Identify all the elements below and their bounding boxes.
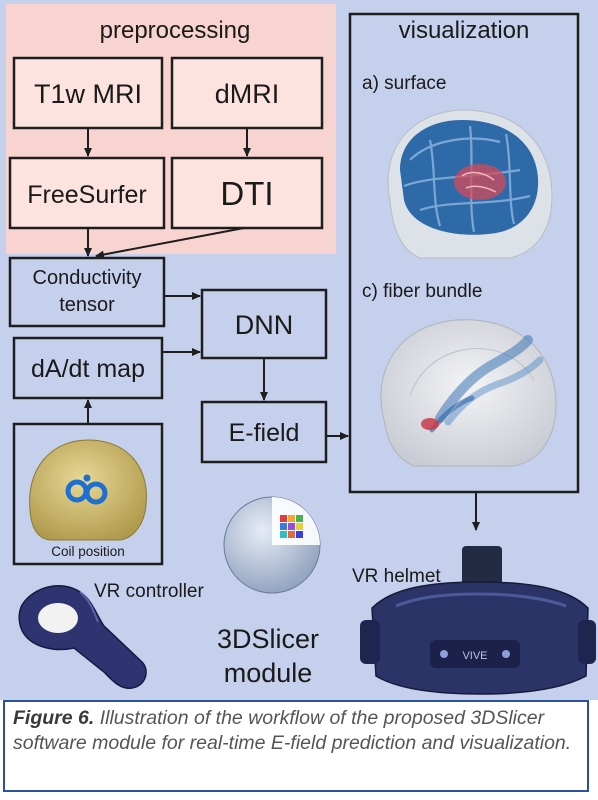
dmri-node: dMRI [170, 56, 324, 130]
dadt-map-node: dA/dt map [12, 336, 164, 400]
coil-position-box: Coil position [12, 422, 164, 566]
t1w-mri-node: T1w MRI [12, 56, 164, 130]
module-label-line1: 3DSlicer [217, 624, 319, 654]
arrow-dti-to-conductivity [95, 227, 245, 259]
module-label-line2: module [224, 658, 313, 688]
dnn-node: DNN [200, 288, 328, 360]
freesurfer-label: FreeSurfer [27, 181, 146, 209]
figure-caption-box: Figure 6. Illustration of the workflow o… [3, 700, 589, 792]
figure-caption-label: Figure 6. [13, 707, 95, 729]
efield-label: E-field [229, 419, 300, 447]
dti-node: DTI [170, 156, 324, 230]
conductivity-tensor-node: Conductivity tensor [8, 256, 166, 328]
figure-caption: Figure 6. Illustration of the workflow o… [13, 706, 579, 756]
t1w-mri-label: T1w MRI [34, 79, 142, 109]
flow-arrows [84, 128, 480, 531]
vr-controller-label: VR controller [94, 581, 204, 602]
coil-position-label: Coil position [51, 544, 125, 559]
dti-label: DTI [220, 175, 273, 212]
conductivity-label-line1: Conductivity [33, 267, 142, 289]
brain-surface-image [387, 109, 553, 259]
coil-icon [65, 474, 108, 505]
vr-controller-icon [18, 585, 147, 689]
dadt-map-label: dA/dt map [31, 355, 145, 383]
freesurfer-node: FreeSurfer [8, 156, 166, 230]
fiber-bundle-image [380, 319, 557, 467]
efield-node: E-field [200, 400, 328, 464]
visualization-title: visualization [399, 17, 530, 44]
fiber-bundle-label: c) fiber bundle [362, 281, 482, 302]
preprocessing-title: preprocessing [100, 17, 251, 44]
surface-label: a) surface [362, 73, 446, 94]
dnn-label: DNN [235, 310, 294, 340]
figure-caption-text: Illustration of the workflow of the prop… [13, 707, 572, 754]
conductivity-label-line2: tensor [59, 294, 115, 316]
vr-helmet-label: VR helmet [352, 566, 441, 587]
vr-helmet-icon: VIVE [360, 546, 596, 695]
3dslicer-logo-icon [223, 496, 321, 594]
vive-brand-label: VIVE [462, 650, 487, 662]
dmri-label: dMRI [215, 79, 280, 109]
